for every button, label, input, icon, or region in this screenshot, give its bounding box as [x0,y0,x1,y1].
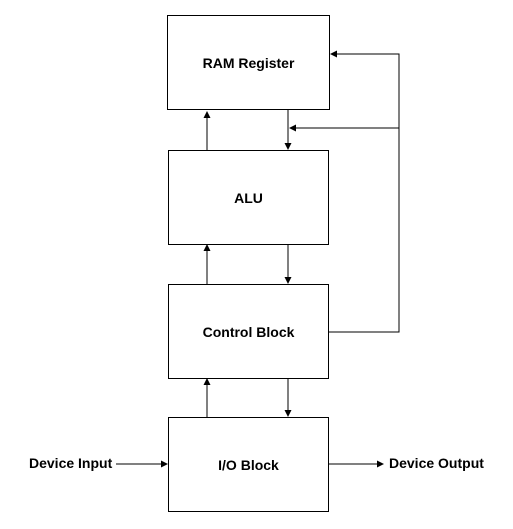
device-output-label: Device Output [389,455,484,471]
io-block-label: I/O Block [218,456,279,473]
alu-block: ALU [168,150,329,245]
arrow-control-to-ram-bus [329,50,400,333]
io-block: I/O Block [168,417,329,512]
control-block: Control Block [168,284,329,379]
ram-register-block: RAM Register [167,15,330,110]
device-input-label: Device Input [29,455,113,471]
control-block-label: Control Block [202,323,295,340]
alu-label: ALU [234,189,263,206]
ram-register-label: RAM Register [202,54,295,71]
